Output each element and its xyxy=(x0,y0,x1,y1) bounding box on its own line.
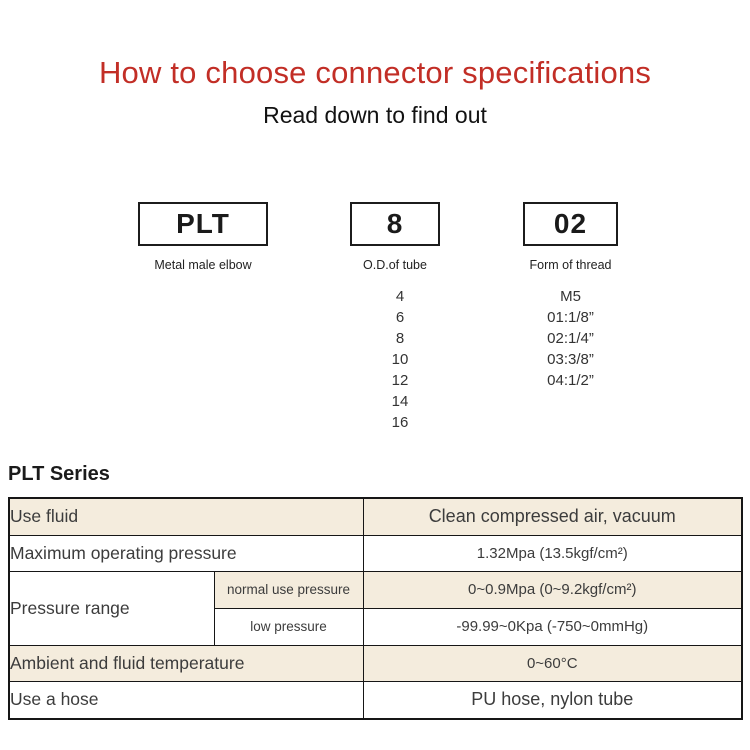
table-row: Use a hose PU hose, nylon tube xyxy=(8,680,743,720)
spec-value-low-pressure: -99.99~0Kpa (-750~0mmHg) xyxy=(362,607,743,646)
thread-option: 02:1/4” xyxy=(547,330,594,347)
thread-code: 02 xyxy=(553,208,588,239)
tube-option: 12 xyxy=(391,372,409,389)
spec-label-temperature: Ambient and fluid temperature xyxy=(8,644,364,682)
thread-option-list: M5 01:1/8” 02:1/4” 03:3/8” 04:1/2” xyxy=(508,286,633,391)
spec-table: Use fluid Clean compressed air, vacuum M… xyxy=(8,497,743,720)
table-row: Ambient and fluid temperature 0~60°C xyxy=(8,644,743,682)
thread-code-box: 02 xyxy=(523,202,618,246)
tube-option: 10 xyxy=(391,351,409,368)
spec-value-temperature: 0~60°C xyxy=(362,644,743,682)
spec-label-max-pressure: Maximum operating pressure xyxy=(8,534,364,572)
spec-sublabel-low-pressure: low pressure xyxy=(213,607,364,646)
spec-value-hose: PU hose, nylon tube xyxy=(362,680,743,720)
model-code: PLT xyxy=(176,208,230,239)
spec-sublabel-normal-pressure: normal use pressure xyxy=(213,570,364,609)
spec-value-use-fluid: Clean compressed air, vacuum xyxy=(362,497,743,536)
tube-option: 14 xyxy=(391,393,409,410)
tube-option: 6 xyxy=(395,309,405,326)
tube-option: 16 xyxy=(391,414,409,431)
table-row: Maximum operating pressure 1.32Mpa (13.5… xyxy=(8,534,743,572)
page-subtitle: Read down to find out xyxy=(263,102,487,128)
table-row: Use fluid Clean compressed air, vacuum xyxy=(8,497,743,536)
spec-label-use-fluid: Use fluid xyxy=(8,497,364,536)
spec-value-normal-pressure: 0~0.9Mpa (0~9.2kgf/cm²) xyxy=(362,570,743,609)
table-row: low pressure -99.99~0Kpa (-750~0mmHg) xyxy=(9,607,743,646)
model-code-box: PLT xyxy=(138,202,268,246)
model-code-label: Metal male elbow xyxy=(154,258,252,272)
thread-form-label: Form of thread xyxy=(529,258,612,272)
tube-option-list: 4 6 8 10 12 14 16 xyxy=(355,286,445,433)
page-title: How to choose connector specifications xyxy=(98,55,652,90)
tube-size-code-box: 8 xyxy=(350,202,440,246)
tube-option: 8 xyxy=(395,330,405,347)
tube-option: 4 xyxy=(395,288,405,305)
table-row: Pressure range normal use pressure 0~0.9… xyxy=(8,570,743,646)
spec-label-hose: Use a hose xyxy=(8,680,364,720)
spec-value-max-pressure: 1.32Mpa (13.5kgf/cm²) xyxy=(362,534,743,572)
thread-option: M5 xyxy=(560,288,581,305)
series-heading: PLT Series xyxy=(8,463,110,485)
thread-option: 04:1/2” xyxy=(547,372,594,389)
spec-label-pressure-range: Pressure range xyxy=(8,570,215,646)
tube-size-label: O.D.of tube xyxy=(363,258,427,272)
tube-size-code: 8 xyxy=(386,208,404,239)
thread-option: 03:3/8” xyxy=(547,351,594,368)
thread-option: 01:1/8” xyxy=(547,309,594,326)
